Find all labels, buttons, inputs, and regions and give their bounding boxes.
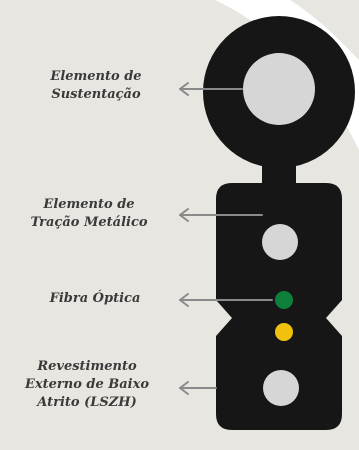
label-tension-element: Elemento de Tração Metálico [8, 196, 170, 232]
label-jacket-line-1: Revestimento [37, 359, 137, 374]
label-jacket-line-3: Atrito (LSZH) [37, 395, 137, 410]
label-tension-line-2: Tração Metálico [30, 215, 148, 230]
background-accent [290, 0, 359, 60]
tension-element [262, 224, 298, 260]
label-jacket-line-2: Externo de Baixo [24, 377, 150, 392]
label-support-line-1: Elemento de [50, 69, 142, 84]
arrow-tension-icon [179, 208, 263, 222]
arrow-support-icon [179, 82, 243, 96]
fiber-yellow [275, 323, 293, 341]
label-support-element: Elemento de Sustentação [22, 68, 170, 104]
support-element-core [243, 53, 315, 125]
label-support-line-2: Sustentação [51, 87, 141, 102]
lower-strength-element [263, 370, 299, 406]
label-outer-jacket: Revestimento Externo de Baixo Atrito (LS… [4, 358, 170, 412]
label-fiber-text: Fibra Óptica [49, 291, 141, 306]
arrow-fiber-icon [179, 293, 273, 307]
label-optical-fiber: Fibra Óptica [20, 290, 170, 308]
label-tension-line-1: Elemento de [43, 197, 135, 212]
arrow-jacket-icon [179, 381, 217, 395]
fiber-green [275, 291, 293, 309]
